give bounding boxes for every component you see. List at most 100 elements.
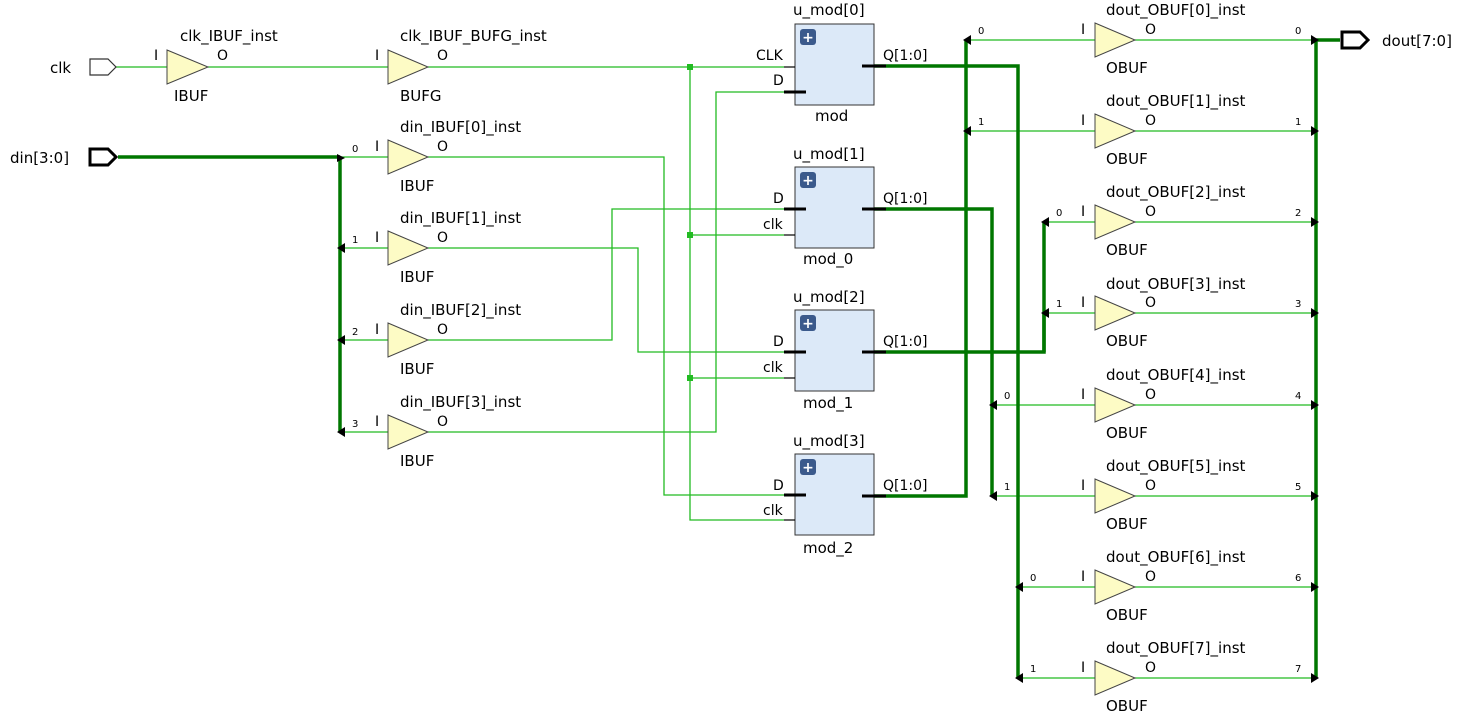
cell-type: OBUF bbox=[1106, 424, 1148, 442]
ripper-dout6 bbox=[1311, 582, 1319, 592]
bus-ripper-markers bbox=[337, 35, 1319, 683]
bus-sub-index: 0 bbox=[1030, 573, 1036, 584]
pin-d-label: D bbox=[773, 334, 784, 350]
pin-in-label: I bbox=[1081, 387, 1085, 403]
ripper-din3 bbox=[337, 427, 345, 437]
cell-type: OBUF bbox=[1106, 515, 1148, 533]
pin-out-label: O bbox=[437, 48, 448, 64]
cell-name: dout_OBUF[2]_inst bbox=[1106, 183, 1246, 202]
port-dout[interactable]: dout[7:0] bbox=[1340, 30, 1452, 50]
ripper-dout2 bbox=[1311, 217, 1319, 227]
dout-obuf-cell-7[interactable]: dout_OBUF[7]_inst 1 I O 7 OBUF bbox=[1030, 639, 1301, 715]
ripper-dout7 bbox=[1311, 673, 1319, 683]
wire-din2-to-mod1 bbox=[428, 208, 784, 341]
port-clk-symbol bbox=[89, 58, 117, 76]
cell-type: BUFG bbox=[400, 87, 442, 105]
ripper-din1 bbox=[337, 243, 345, 253]
ripper-dout5 bbox=[1311, 491, 1319, 501]
pin-out-label: O bbox=[1145, 660, 1156, 676]
pin-in-label: I bbox=[375, 139, 379, 155]
din-ibuf-cell-3[interactable]: din_IBUF[3]_inst 3 I O IBUF bbox=[352, 393, 521, 470]
bus-sub-index: 1 bbox=[1030, 664, 1036, 675]
bus-index: 3 bbox=[352, 419, 358, 430]
dout-obuf-cell-1[interactable]: dout_OBUF[1]_inst 1 I O 1 OBUF bbox=[978, 92, 1301, 168]
pin-in-label: I bbox=[1081, 204, 1085, 220]
expand-plus-icon: + bbox=[802, 30, 814, 46]
module-type: mod_2 bbox=[803, 539, 853, 558]
cell-type: IBUF bbox=[400, 360, 434, 378]
port-din-label: din[3:0] bbox=[10, 149, 69, 167]
bus-bit-index: 5 bbox=[1295, 482, 1301, 493]
port-dout-symbol bbox=[1340, 30, 1371, 50]
port-din[interactable]: din[3:0] bbox=[10, 147, 119, 167]
expand-button[interactable] bbox=[800, 315, 816, 331]
port-dout-label: dout[7:0] bbox=[1382, 32, 1452, 50]
expand-button[interactable] bbox=[800, 29, 816, 45]
pin-q-label: Q[1:0] bbox=[883, 478, 927, 494]
pin-clk-label: CLK bbox=[756, 48, 784, 64]
ripper-obuf0 bbox=[963, 35, 971, 45]
dout-obuf-cell-2[interactable]: dout_OBUF[2]_inst 0 I O 2 OBUF bbox=[1056, 183, 1301, 259]
cell-name: dout_OBUF[0]_inst bbox=[1106, 1, 1246, 20]
ripper-obuf6 bbox=[1015, 582, 1023, 592]
pin-clk-label: clk bbox=[763, 360, 784, 376]
din-ibuf-cell-1[interactable]: din_IBUF[1]_inst 1 I O IBUF bbox=[352, 209, 521, 286]
signal-wires bbox=[116, 39, 1316, 679]
cell-name: dout_OBUF[5]_inst bbox=[1106, 457, 1246, 476]
bus-wires bbox=[118, 38, 1340, 678]
pin-in-label: I bbox=[375, 414, 379, 430]
pin-out-label: O bbox=[1145, 478, 1156, 494]
bus-bit-index: 2 bbox=[1295, 208, 1301, 219]
ripper-obuf2 bbox=[1041, 217, 1049, 227]
module-instance-name: u_mod[2] bbox=[793, 288, 865, 307]
bufg-symbol bbox=[387, 49, 430, 85]
clk-bufg-cell[interactable]: clk_IBUF_BUFG_inst I O BUFG bbox=[375, 27, 547, 105]
bus-sub-index: 0 bbox=[1056, 208, 1062, 219]
module-instance-name: u_mod[0] bbox=[793, 1, 865, 20]
pin-in-label: I bbox=[375, 322, 379, 338]
din-ibuf-cell-2[interactable]: din_IBUF[2]_inst 2 I O IBUF bbox=[352, 301, 521, 378]
bus-mod3-q bbox=[874, 40, 968, 498]
cell-type: OBUF bbox=[1106, 332, 1148, 350]
obuf-symbol bbox=[1094, 569, 1137, 605]
bus-index: 0 bbox=[352, 144, 358, 155]
din-ibuf-cell-0[interactable]: din_IBUF[0]_inst 0 I O IBUF bbox=[352, 118, 521, 195]
pin-out-label: O bbox=[1145, 569, 1156, 585]
bus-sub-index: 1 bbox=[1004, 482, 1010, 493]
pin-out-label: O bbox=[217, 48, 228, 64]
clk-ibuf-cell[interactable]: clk_IBUF_inst I O IBUF bbox=[154, 27, 278, 105]
pin-clk-label: clk bbox=[763, 503, 784, 519]
expand-plus-icon: + bbox=[802, 460, 814, 476]
bus-bit-index: 3 bbox=[1295, 299, 1301, 310]
cell-name: dout_OBUF[3]_inst bbox=[1106, 275, 1246, 294]
dout-obuf-cell-6[interactable]: dout_OBUF[6]_inst 0 I O 6 OBUF bbox=[1030, 548, 1301, 624]
module-u-mod-2[interactable]: u_mod[2] + D clk Q[1:0] mod_1 bbox=[763, 288, 927, 413]
bus-bit-index: 0 bbox=[1295, 26, 1301, 37]
dout-obuf-cell-5[interactable]: dout_OBUF[5]_inst 1 I O 5 OBUF bbox=[1004, 457, 1301, 533]
expand-button[interactable] bbox=[800, 172, 816, 188]
cell-name: dout_OBUF[1]_inst bbox=[1106, 92, 1246, 111]
obuf-symbol bbox=[1094, 478, 1137, 514]
junction-dot bbox=[687, 232, 693, 238]
dout-obuf-cell-0[interactable]: dout_OBUF[0]_inst 0 I O 0 OBUF bbox=[978, 1, 1301, 77]
ripper-din2 bbox=[337, 335, 345, 345]
expand-plus-icon: + bbox=[802, 173, 814, 189]
cell-name: dout_OBUF[4]_inst bbox=[1106, 366, 1246, 385]
ripper-obuf7 bbox=[1015, 673, 1023, 683]
cell-type: OBUF bbox=[1106, 606, 1148, 624]
port-clk[interactable]: clk bbox=[50, 58, 117, 77]
module-u-mod-3[interactable]: u_mod[3] + D clk Q[1:0] mod_2 bbox=[763, 432, 927, 558]
module-u-mod-0[interactable]: u_mod[0] + CLK D Q[1:0] mod bbox=[756, 1, 927, 125]
port-din-symbol bbox=[88, 147, 119, 167]
ripper-obuf4 bbox=[989, 400, 997, 410]
pin-clk-label: clk bbox=[763, 217, 784, 233]
pin-d-label: D bbox=[773, 191, 784, 207]
dout-obuf-cell-3[interactable]: dout_OBUF[3]_inst 1 I O 3 OBUF bbox=[1056, 275, 1301, 350]
obuf-symbol bbox=[1094, 204, 1137, 240]
module-u-mod-1[interactable]: u_mod[1] + D clk Q[1:0] mod_0 bbox=[763, 145, 927, 269]
obuf-symbol bbox=[1094, 22, 1137, 58]
cell-type: IBUF bbox=[400, 268, 434, 286]
dout-obuf-cell-4[interactable]: dout_OBUF[4]_inst 0 I O 4 OBUF bbox=[1004, 366, 1301, 442]
obuf-symbol bbox=[1094, 113, 1137, 149]
expand-button[interactable] bbox=[800, 459, 816, 475]
